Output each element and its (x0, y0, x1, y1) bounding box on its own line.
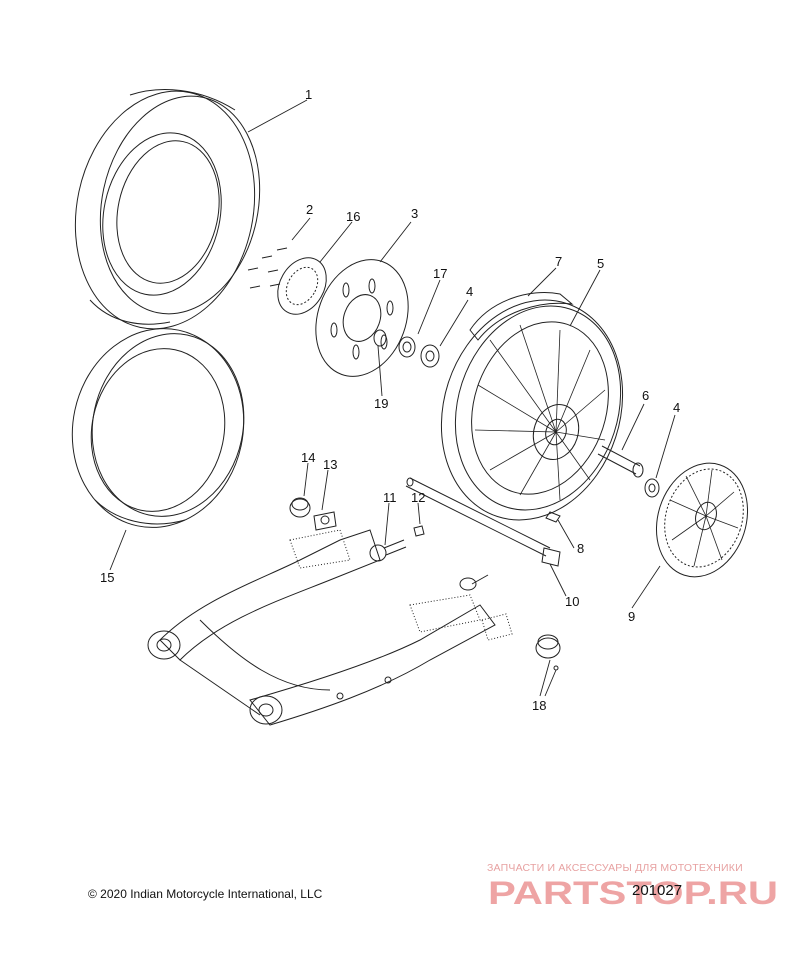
callout-19: 19 (374, 396, 388, 411)
chain-adjuster-plate (481, 613, 513, 641)
callout-13: 13 (323, 457, 337, 472)
axle-clip (545, 511, 561, 523)
seal-17 (398, 336, 416, 358)
leader-lines (109, 99, 676, 697)
watermark-logo: PARTSTOP.RU (488, 876, 778, 910)
callout-5: 5 (597, 256, 604, 271)
watermark-logo-text: PARTSTOP.RU (488, 876, 778, 910)
adjuster-13 (313, 511, 337, 531)
callout-8: 8 (577, 541, 584, 556)
callout-14: 14 (301, 450, 315, 465)
tone-ring (277, 257, 327, 315)
drawing-number: 201027 (632, 882, 683, 899)
bearing-4-left (420, 344, 440, 368)
callout-18: 18 (532, 698, 546, 713)
copyright-notice: © 2020 Indian Motorcycle International, … (88, 887, 323, 901)
bearing-4-right (644, 478, 660, 498)
axle-spacer (597, 445, 644, 478)
nut-12 (413, 525, 425, 537)
spoke-cover (469, 292, 574, 341)
adjuster-bolt (369, 539, 407, 562)
watermark-caption: ЗАПЧАСТИ И АКСЕССУАРЫ ДЛЯ МОТОТЕХНИКИ (487, 862, 743, 874)
callout-1: 1 (305, 87, 312, 102)
drive-sprocket (655, 462, 749, 578)
rear-wheel (440, 299, 624, 521)
cap-18 (535, 634, 561, 671)
callout-10: 10 (565, 594, 579, 609)
rotor-bolts (247, 247, 288, 289)
swingarm-bolt (459, 574, 489, 591)
callout-7: 7 (555, 254, 562, 269)
nut-14 (289, 497, 311, 518)
callout-2: 2 (306, 202, 313, 217)
callout-15: 15 (100, 570, 114, 585)
callout-labels: 1 2 3 4 4 5 6 7 8 9 10 11 12 13 14 15 16… (100, 87, 680, 713)
callout-11: 11 (383, 490, 397, 505)
callout-4a: 4 (466, 284, 473, 299)
callout-16: 16 (346, 209, 360, 224)
callout-12: 12 (411, 490, 425, 505)
callout-6: 6 (642, 388, 649, 403)
swingarm (147, 529, 496, 726)
tire-lower (71, 328, 245, 528)
callout-4b: 4 (673, 400, 680, 415)
callout-17: 17 (433, 266, 447, 281)
tire-upper (74, 89, 261, 330)
rear-axle (405, 477, 561, 567)
callout-3: 3 (411, 206, 418, 221)
brake-rotor (315, 259, 409, 377)
callout-9: 9 (628, 609, 635, 624)
